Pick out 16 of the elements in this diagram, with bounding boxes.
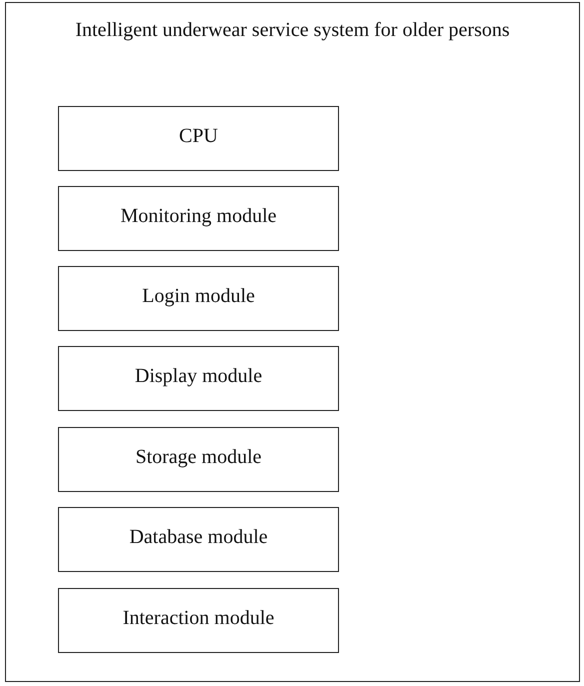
system-title: Intelligent underwear service system for older persons (74, 18, 511, 43)
module-box (58, 427, 339, 492)
module-box (58, 346, 339, 411)
module-label: Monitoring module (119, 204, 278, 229)
module-label: CPU (178, 124, 219, 149)
module-label: Database module (128, 525, 269, 550)
module-label: Interaction module (122, 606, 276, 631)
module-box (58, 186, 339, 251)
module-box (58, 588, 339, 653)
module-label: Storage module (134, 445, 263, 470)
module-box (58, 507, 339, 572)
module-label: Display module (134, 364, 264, 389)
module-box (58, 266, 339, 331)
module-box (58, 106, 339, 171)
module-label: Login module (141, 284, 256, 309)
system-frame (5, 2, 580, 682)
